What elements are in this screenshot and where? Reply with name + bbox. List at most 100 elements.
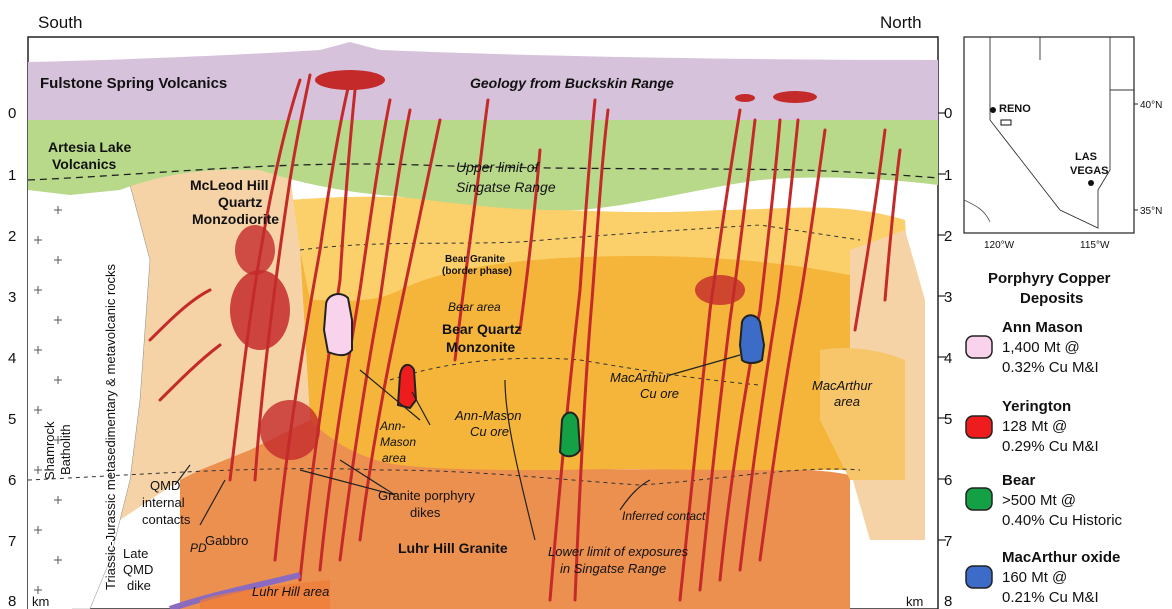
south-label: South [38, 13, 82, 32]
qmd-contacts-label-1: QMD [150, 478, 180, 493]
legend-ann-mason-name: Ann Mason [1002, 319, 1083, 336]
lower-limit-label-1: Lower limit of exposures [548, 544, 689, 559]
bear-granite-label-1: Bear Granite [445, 254, 505, 265]
left-tick-3: 3 [8, 289, 16, 306]
legend-macarthur-grade: 0.21% Cu M&I [1002, 589, 1099, 606]
lat-35-label: 35°N [1140, 206, 1162, 217]
legend-title-1: Porphyry Copper [988, 270, 1111, 287]
lower-limit-label-2: in Singatse Range [560, 561, 666, 576]
legend-ann-mason-tonnage: 1,400 Mt @ [1002, 339, 1080, 356]
buckskin-label: Geology from Buckskin Range [470, 75, 674, 91]
mcleod-label-1: McLeod Hill [190, 177, 269, 193]
macarthur-area-label-1: MacArthur [812, 378, 873, 393]
late-qmd-label-3: dike [127, 578, 151, 593]
inferred-contact-label: Inferred contact [622, 509, 706, 523]
lat-40-label: 40°N [1140, 100, 1162, 111]
left-tick-0: 0 [8, 105, 16, 122]
inset-map: RENO LAS VEGAS 40°N 35°N 120°W 115°W [964, 37, 1162, 251]
legend-yerington-name: Yerington [1002, 398, 1071, 415]
right-km-label: km [906, 594, 923, 609]
mcleod-label-3: Monzodiorite [192, 211, 279, 227]
legend-swatch-macarthur [966, 566, 992, 588]
legend-bear-grade: 0.40% Cu Historic [1002, 512, 1123, 529]
macarthur-ore-label-1: MacArthur [610, 370, 671, 385]
ann-mason-area-label-3: area [382, 451, 406, 465]
legend-yerington-tonnage: 128 Mt @ [1002, 418, 1067, 435]
ann-mason-orebody [324, 294, 352, 355]
right-tick-5: 5 [944, 411, 952, 428]
inset-map-frame [964, 37, 1134, 233]
legend-bear-tonnage: >500 Mt @ [1002, 492, 1076, 509]
legend-swatch-yerington [966, 416, 992, 438]
bqm-label-1: Bear Quartz [442, 321, 521, 337]
reno-label: RENO [999, 103, 1031, 115]
right-tick-8: 8 [944, 593, 952, 609]
deposits-legend: Porphyry Copper Deposits Ann Mason 1,400… [966, 270, 1123, 606]
triassic-label: Triassic-Jurassic metasedimentary & meta… [103, 263, 118, 590]
upper-limit-label-2: Singatse Range [456, 179, 556, 195]
bear-area-label: Bear area [448, 300, 501, 314]
left-km-label: km [32, 594, 49, 609]
bear-granite-label-2: (border phase) [442, 266, 512, 277]
right-tick-7: 7 [944, 533, 952, 550]
right-tick-6: 6 [944, 472, 952, 489]
north-label: North [880, 13, 922, 32]
legend-yerington-grade: 0.29% Cu M&I [1002, 438, 1099, 455]
lon-120-label: 120°W [984, 240, 1015, 251]
las-vegas-label-1: LAS [1075, 151, 1097, 163]
study-area-box [1001, 120, 1011, 125]
left-tick-8: 8 [8, 593, 16, 609]
ann-mason-area-label-1: Ann- [379, 419, 405, 433]
qmd-contacts-label-3: contacts [142, 512, 191, 527]
right-tick-0: 0 [944, 105, 952, 122]
macarthur-ore-label-2: Cu ore [640, 386, 679, 401]
las-vegas-label-2: VEGAS [1070, 165, 1109, 177]
las-vegas-dot [1088, 180, 1094, 186]
left-tick-2: 2 [8, 228, 16, 245]
legend-macarthur-name: MacArthur oxide [1002, 549, 1120, 566]
mcleod-label-2: Quartz [218, 194, 262, 210]
qmd-contacts-label-2: internal [142, 495, 185, 510]
legend-swatch-ann-mason [966, 336, 992, 358]
ann-mason-ore-label-1: Ann-Mason [454, 408, 521, 423]
left-tick-6: 6 [8, 472, 16, 489]
legend-bear-name: Bear [1002, 472, 1036, 489]
macarthur-orebody [740, 315, 764, 363]
upper-limit-label-1: Upper limit of [456, 159, 541, 175]
shamrock-batholith-unit [28, 185, 72, 609]
legend-macarthur-tonnage: 160 Mt @ [1002, 569, 1067, 586]
ann-mason-ore-label-2: Cu ore [470, 424, 509, 439]
reno-dot [990, 107, 996, 113]
late-qmd-label-1: Late [123, 546, 148, 561]
legend-ann-mason-grade: 0.32% Cu M&I [1002, 359, 1099, 376]
legend-title-2: Deposits [1020, 290, 1083, 307]
late-qmd-label-2: QMD [123, 562, 153, 577]
ann-mason-area-label-2: Mason [380, 435, 416, 449]
yerington-orebody [398, 365, 416, 408]
granite-porphyry-label-1: Granite porphyry [378, 488, 475, 503]
shamrock-label-1: Shamrock [42, 421, 57, 480]
right-tick-1: 1 [944, 167, 952, 184]
left-tick-4: 4 [8, 350, 16, 367]
right-tick-3: 3 [944, 289, 952, 306]
left-tick-7: 7 [8, 533, 16, 550]
macarthur-area-label-2: area [834, 394, 860, 409]
lon-115-label: 115°W [1080, 240, 1110, 251]
fulstone-label: Fulstone Spring Volcanics [40, 75, 227, 92]
artesia-label-2: Volcanics [52, 156, 117, 172]
gabbro-label: Gabbro [205, 533, 248, 548]
left-tick-1: 1 [8, 167, 16, 184]
legend-swatch-bear [966, 488, 992, 510]
left-tick-5: 5 [8, 411, 16, 428]
luhr-granite-label: Luhr Hill Granite [398, 540, 508, 556]
artesia-label-1: Artesia Lake [48, 139, 131, 155]
shamrock-label-2: Batholith [58, 424, 73, 475]
right-tick-4: 4 [944, 350, 952, 367]
bear-orebody [560, 413, 580, 457]
granite-porphyry-label-2: dikes [410, 505, 441, 520]
right-tick-2: 2 [944, 228, 952, 245]
luhr-area-label: Luhr Hill area [252, 584, 329, 599]
pd-label: PD [190, 541, 207, 555]
bqm-label-2: Monzonite [446, 339, 515, 355]
